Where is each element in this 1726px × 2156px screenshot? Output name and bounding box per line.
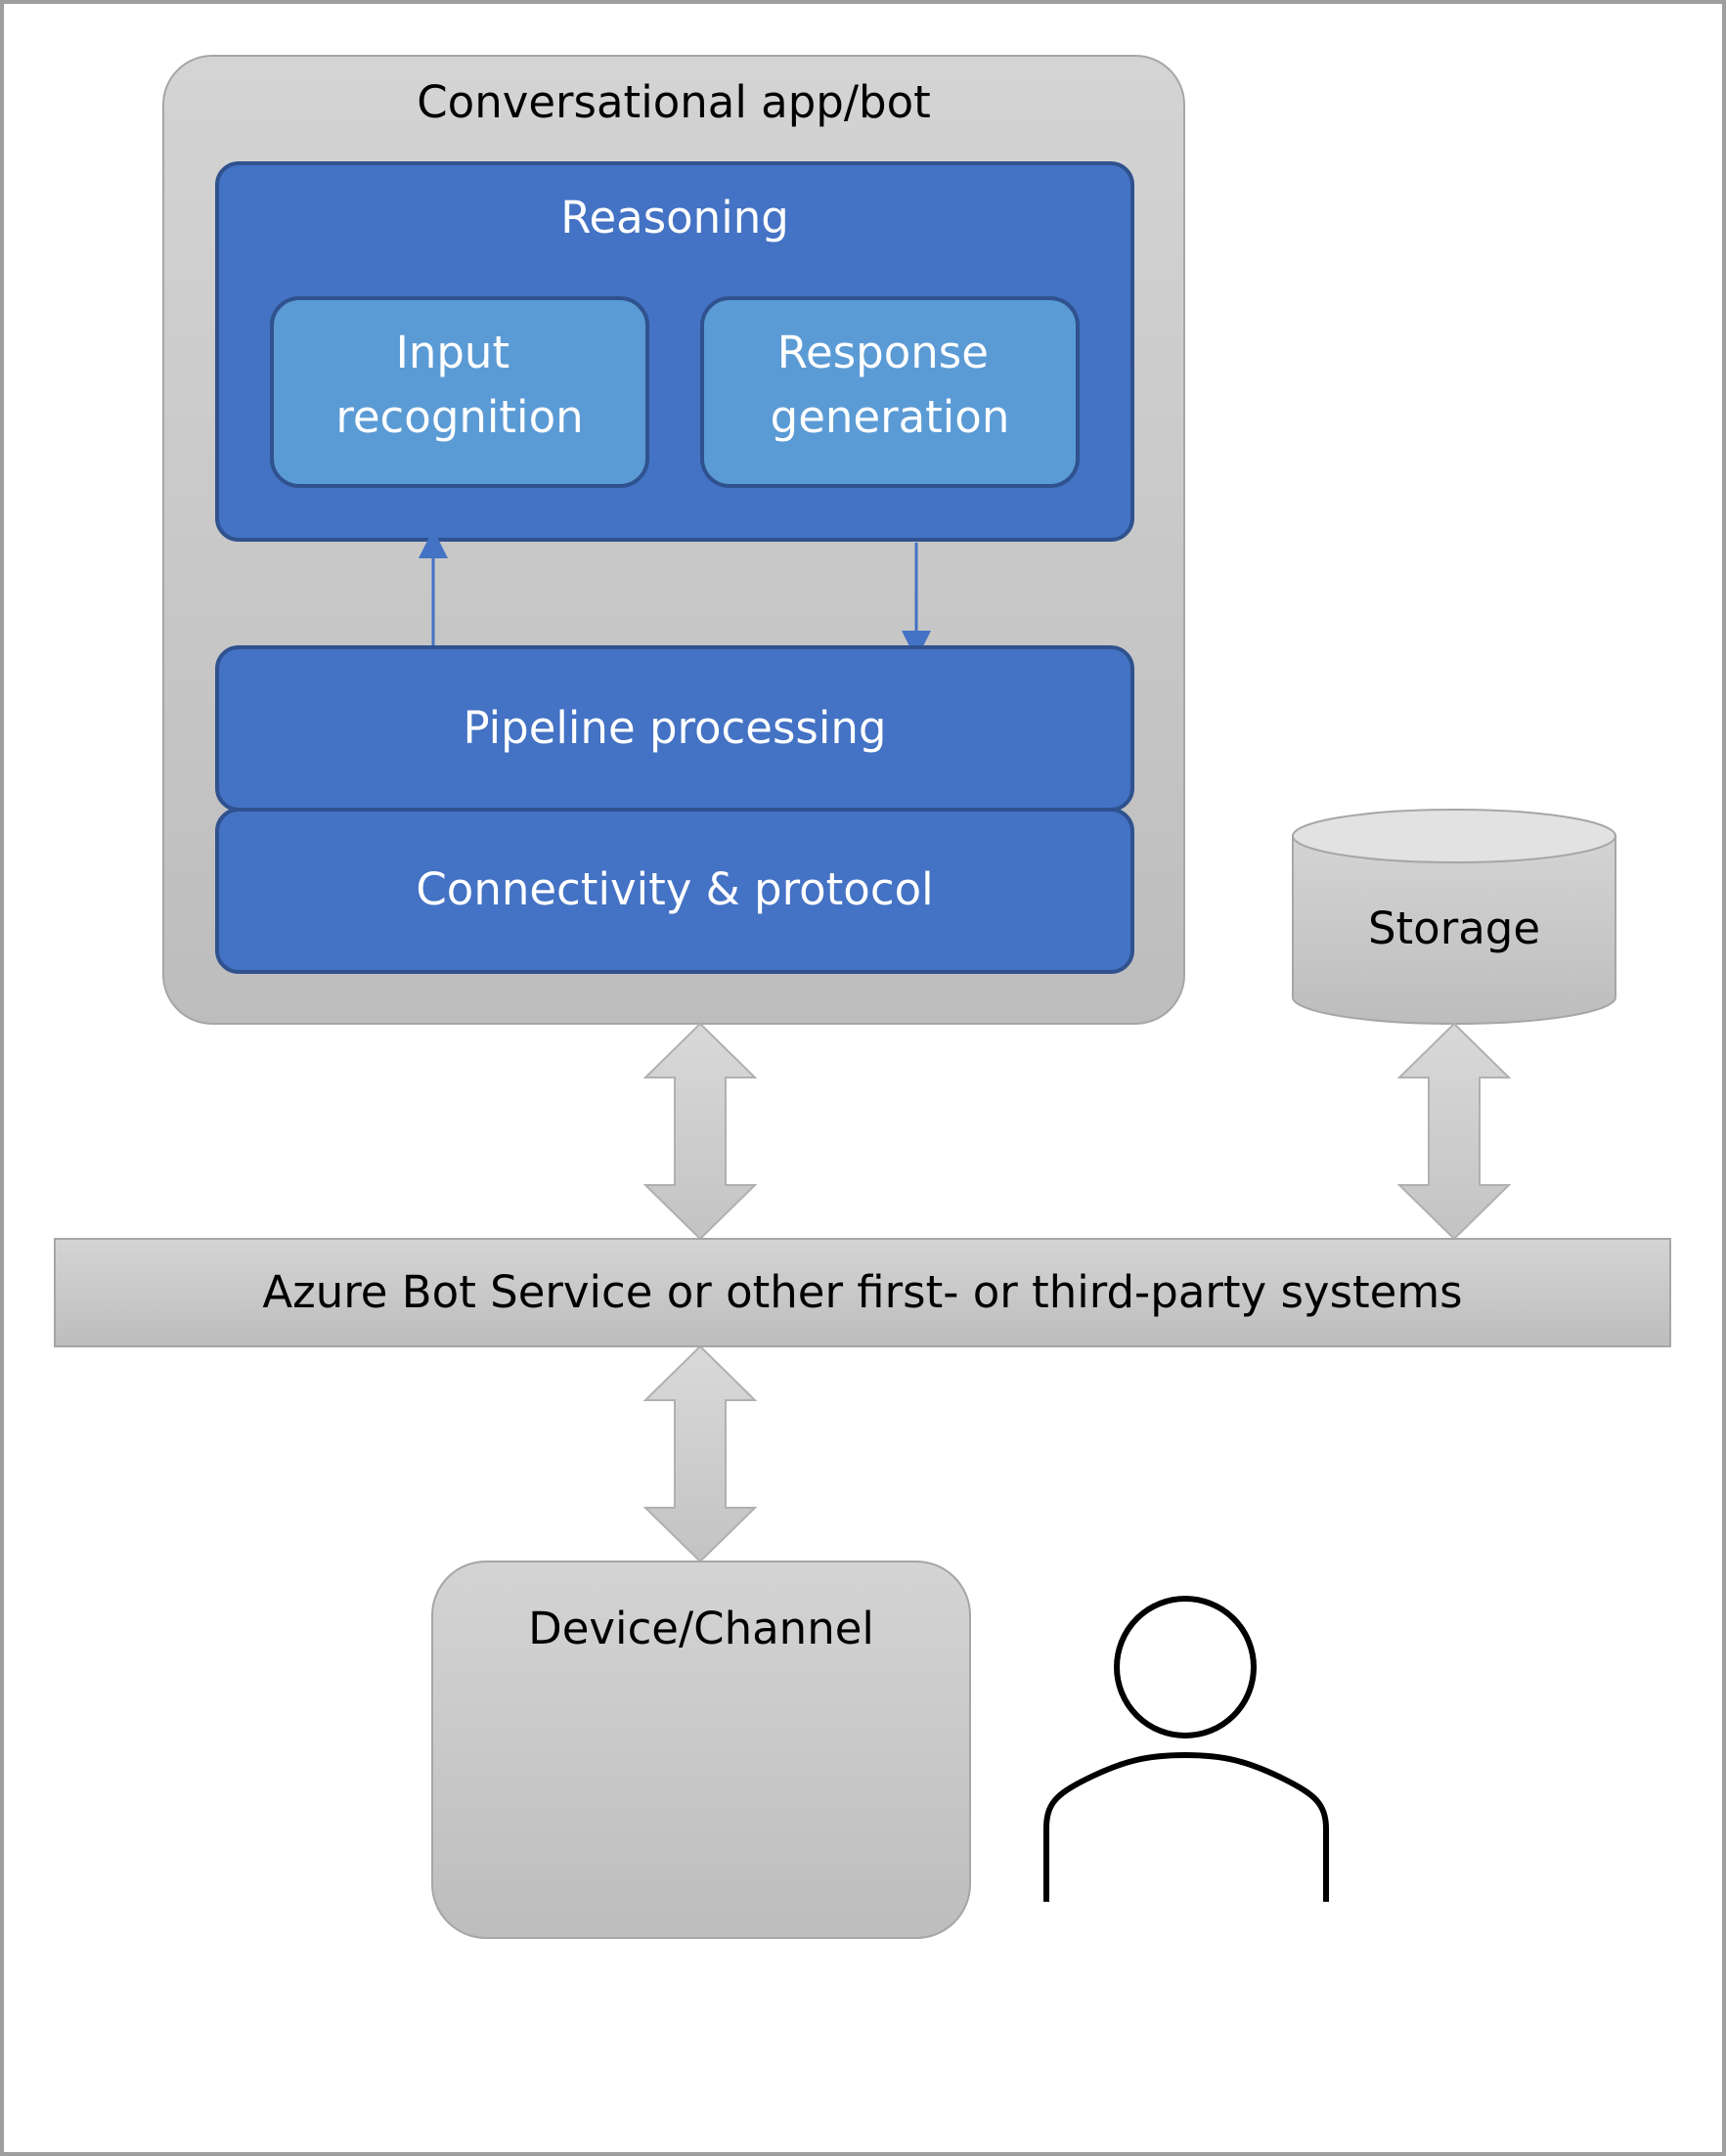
user-icon-body [1043, 1751, 1329, 1902]
device-channel-box [431, 1561, 971, 1939]
conversational-app-title: Conversational app/bot [417, 76, 931, 128]
connectivity-protocol-box [215, 808, 1134, 974]
device-channel-label: Device/Channel [528, 1603, 874, 1654]
reasoning-title: Reasoning [560, 192, 789, 243]
response-generation-line-2: generation [771, 391, 1010, 443]
connectivity-protocol-label: Connectivity & protocol [416, 863, 933, 915]
input-recognition-line-2: recognition [335, 391, 583, 443]
response-generation-label: Response generation [771, 327, 1010, 443]
input-recognition-label: Input recognition [335, 327, 583, 443]
storage-top [1292, 809, 1616, 863]
input-recognition-line-1: Input [396, 327, 510, 378]
input-recognition-box [270, 296, 649, 488]
storage-cylinder: Storage [1292, 809, 1616, 1025]
user-icon-head [1114, 1596, 1257, 1738]
response-generation-line-1: Response [777, 327, 989, 378]
response-generation-box [700, 296, 1080, 488]
service-label: Azure Bot Service or other first- or thi… [262, 1266, 1462, 1318]
pipeline-processing-label: Pipeline processing [464, 702, 887, 754]
storage-body [1292, 835, 1616, 1025]
storage-label: Storage [1368, 902, 1540, 954]
service-bar [54, 1238, 1671, 1347]
user-icon [1043, 1596, 1329, 1902]
